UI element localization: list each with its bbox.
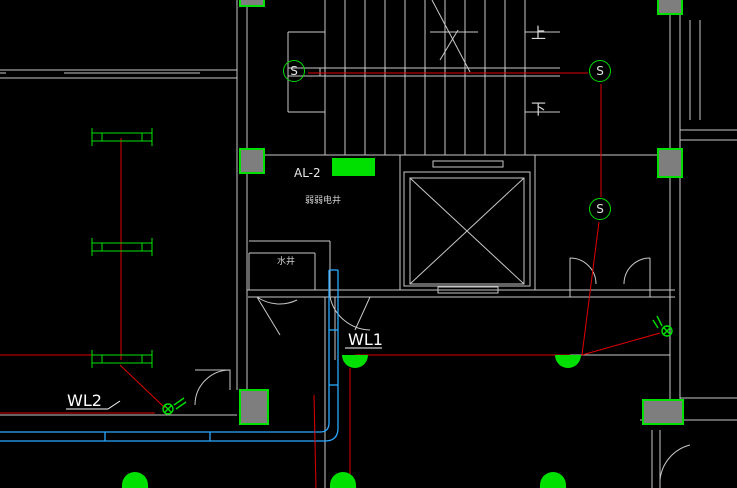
doors [194, 257, 691, 481]
switch-symbol: S [589, 198, 611, 220]
stair-up-label: 上 [531, 24, 547, 42]
circuit-label-wl2: WL2 [67, 391, 102, 410]
ceiling-lights [122, 355, 581, 488]
panel-al2 [332, 158, 375, 176]
panel-label: AL-2 [294, 166, 321, 180]
wiring [0, 72, 661, 488]
circuit-label-wl1: WL1 [348, 330, 383, 349]
switch-symbol: S [283, 60, 305, 82]
cable-tray [0, 269, 339, 442]
columns [239, 0, 684, 425]
stair [287, 0, 560, 155]
elevator [403, 160, 531, 294]
strip-lights [91, 128, 153, 368]
switch-symbol: S [589, 60, 611, 82]
exit-light-symbols [162, 315, 673, 415]
label-leaders [66, 347, 382, 410]
room-label-electrical: 弱弱电井 [305, 196, 342, 206]
stair-down-label: 下 [531, 100, 547, 118]
room-label-water: 水井 [277, 257, 296, 267]
